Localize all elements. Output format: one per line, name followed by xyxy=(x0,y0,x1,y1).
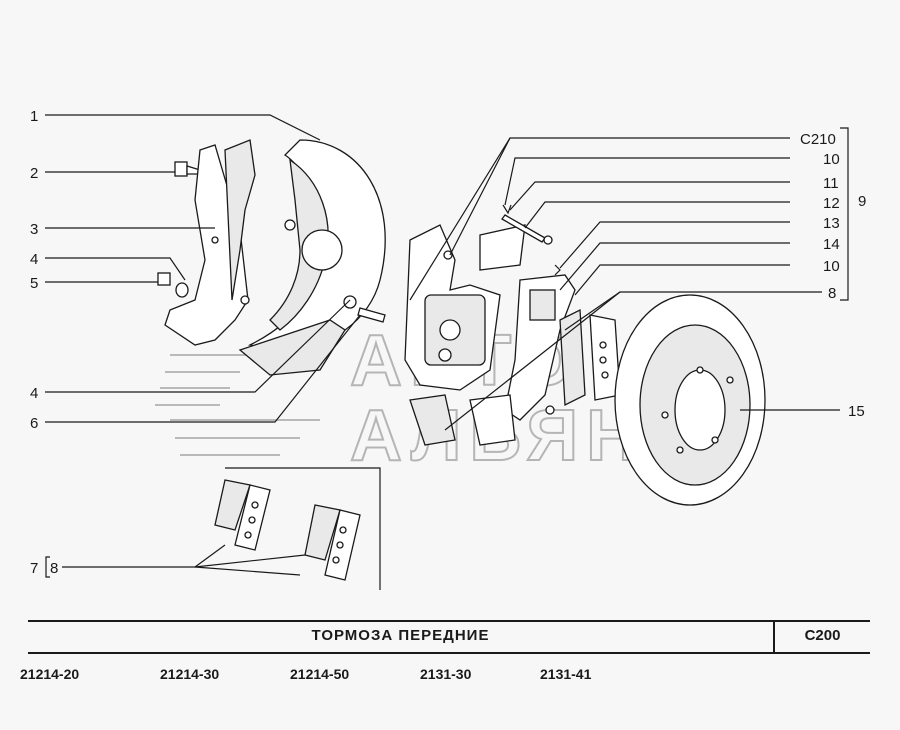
callout-4b: 4 xyxy=(30,385,38,402)
callout-7: 7 xyxy=(30,560,38,577)
callout-9: 9 xyxy=(858,193,866,210)
callout-8b: 8 xyxy=(828,285,836,302)
callout-1: 1 xyxy=(30,108,38,125)
callout-13: 13 xyxy=(823,215,840,232)
clip xyxy=(502,204,512,215)
model-code: 21214-20 xyxy=(20,666,80,682)
model-code: 21214-50 xyxy=(290,666,350,682)
callout-4a: 4 xyxy=(30,251,38,268)
callout-11: 11 xyxy=(823,175,839,192)
callout-labels: 1 2 3 4 5 4 6 7 8 C210 10 11 12 13 14 10… xyxy=(30,108,866,577)
callout-14: 14 xyxy=(823,236,840,253)
callout-15: 15 xyxy=(848,403,865,420)
callout-8a: 8 xyxy=(50,560,58,577)
group-bracket-9 xyxy=(840,127,849,301)
callout-ref-c210: C210 xyxy=(800,131,836,148)
model-list: 21214-20 21214-30 21214-50 2131-30 2131-… xyxy=(0,666,900,686)
title-divider xyxy=(773,622,775,652)
spring xyxy=(554,264,561,276)
brake-pads-installed xyxy=(559,308,621,407)
part-4-5-fasteners xyxy=(157,272,189,298)
caliper-assembly xyxy=(404,224,526,391)
model-code: 21214-30 xyxy=(160,666,220,682)
watermark-logo xyxy=(155,354,320,456)
page-title: ТОРМОЗА ПЕРЕДНИЕ xyxy=(311,627,490,644)
part-1-dust-shield xyxy=(247,139,386,351)
brake-pad-left xyxy=(214,479,271,551)
callout-2: 2 xyxy=(30,165,38,182)
callout-6: 6 xyxy=(30,415,38,432)
title-bar: ТОРМОЗА ПЕРЕДНИЕ C200 xyxy=(28,620,870,654)
anti-rattle-plate xyxy=(409,394,516,446)
callout-3: 3 xyxy=(30,221,38,238)
model-code: 2131-30 xyxy=(420,666,472,682)
callout-5: 5 xyxy=(30,275,38,292)
pad-set-group xyxy=(214,467,381,590)
group-bracket-7-8 xyxy=(45,556,50,578)
part-15-brake-disc xyxy=(614,294,766,506)
brake-pad-right xyxy=(304,504,361,581)
callout-12: 12 xyxy=(823,195,840,212)
page-code: C200 xyxy=(804,627,841,644)
callout-10b: 10 xyxy=(823,258,840,275)
model-code: 2131-41 xyxy=(540,666,592,682)
guide-pin xyxy=(501,214,553,245)
leader-lines xyxy=(45,114,840,576)
part-2-bolt xyxy=(174,161,201,177)
part-3-bracket xyxy=(164,139,256,346)
callout-10a: 10 xyxy=(823,151,840,168)
